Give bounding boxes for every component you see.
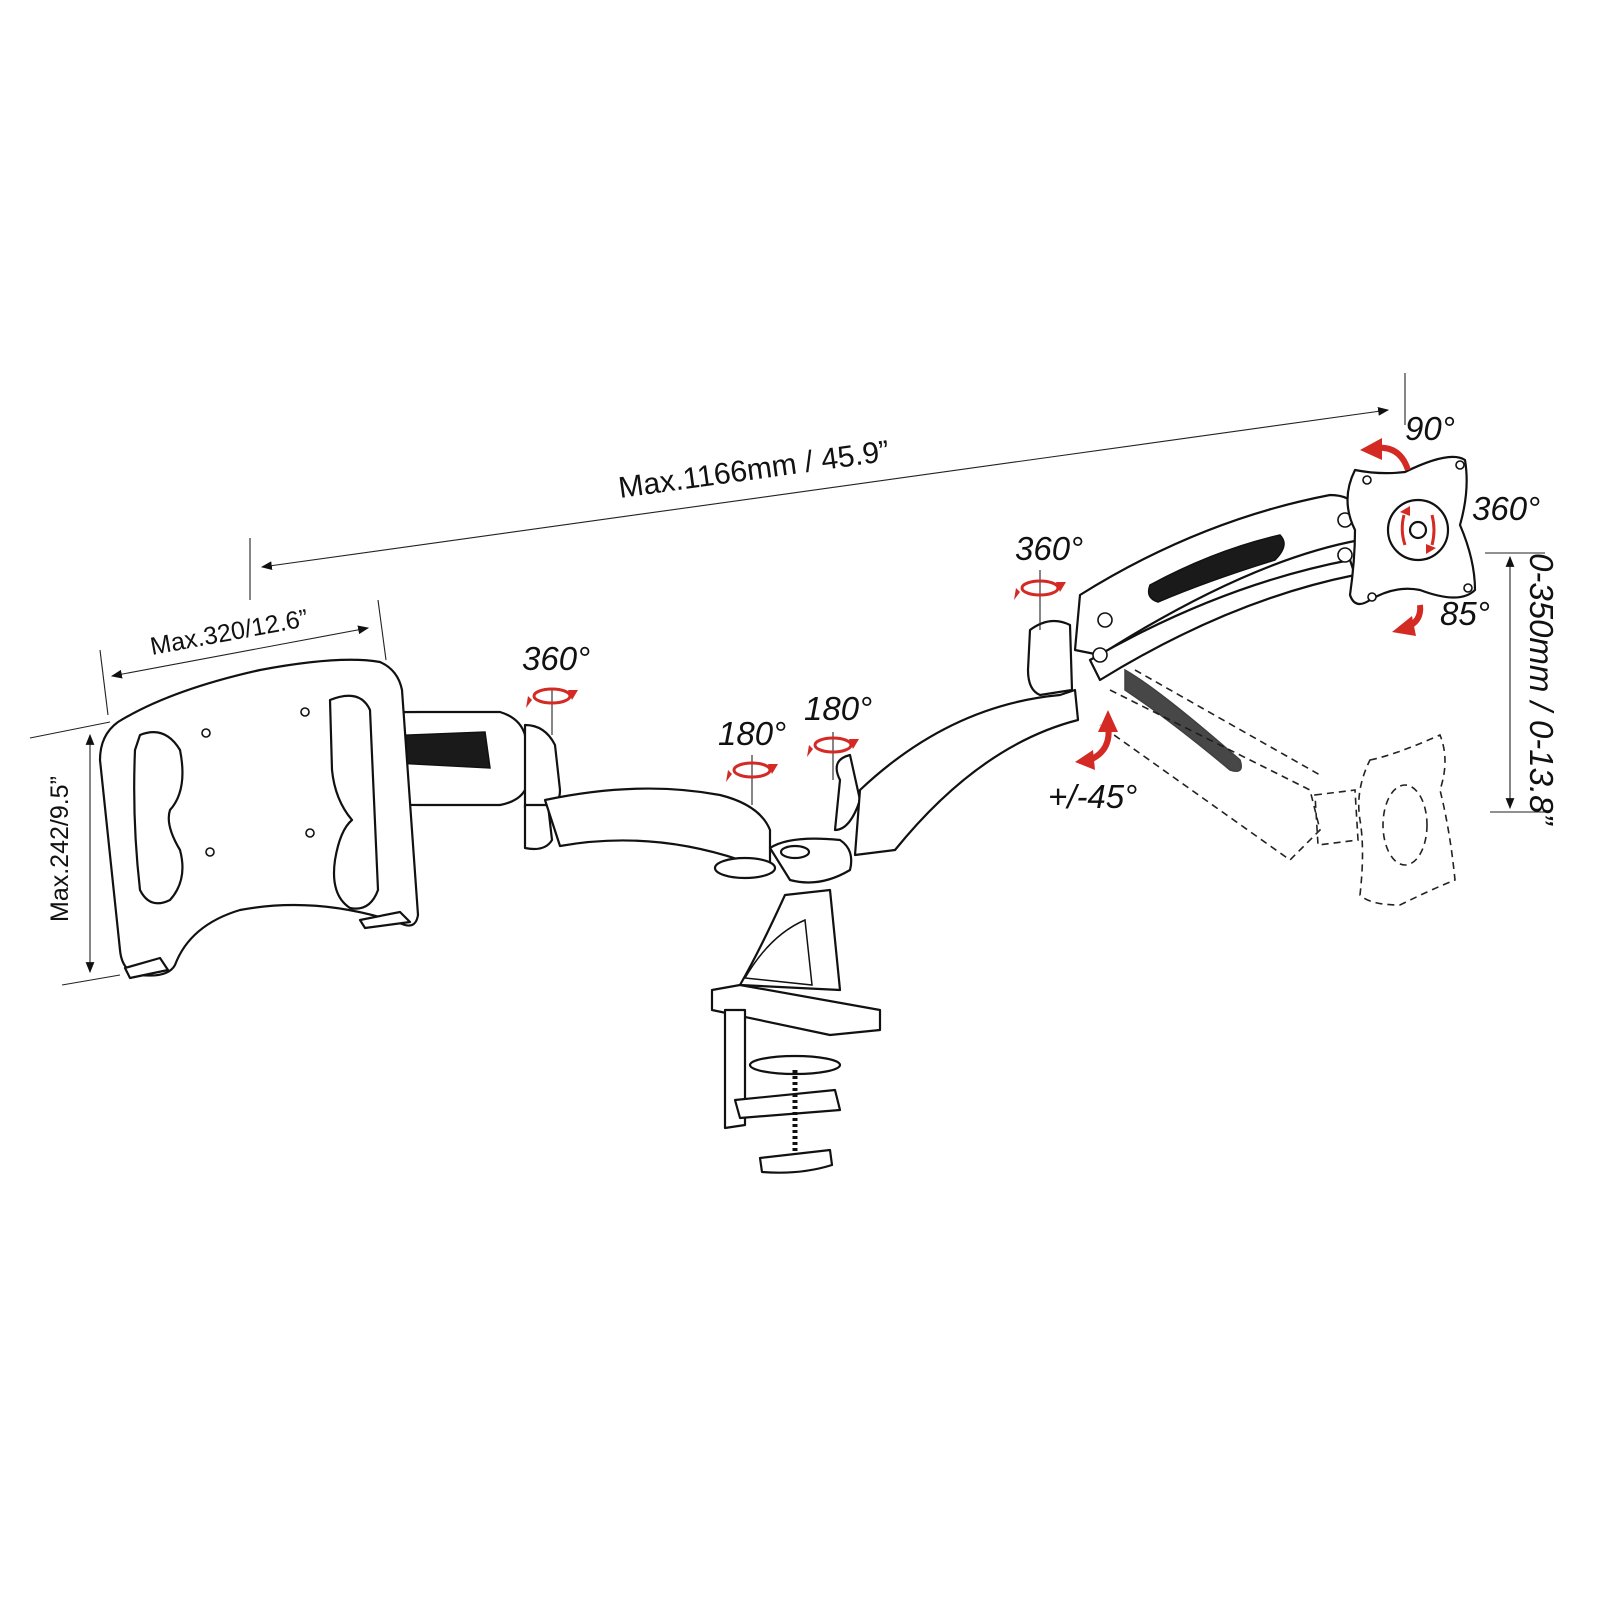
vesa-plate <box>1346 455 1477 606</box>
vesa-tilt-label: 85° <box>1440 595 1490 632</box>
total-reach-label: Max.1166mm / 45.9” <box>616 435 891 505</box>
height-adjust-dimension: 0-350mm / 0-13.8” <box>1485 552 1560 826</box>
left-base-rotation-label: 180° <box>718 715 786 752</box>
vesa-swivel-label: 90° <box>1405 410 1455 447</box>
vesa-rotation-arrow-icon <box>1400 506 1436 554</box>
height-adjust-label: 0-350mm / 0-13.8” <box>1523 553 1560 826</box>
rotation-icon-left-base <box>726 755 778 805</box>
arm-tilt-arrow-icon <box>1075 710 1118 770</box>
vesa-swivel-arrow-icon <box>1360 438 1411 472</box>
tray-height-dimension: Max.242/9.5” <box>29 721 121 986</box>
desk-clamp-base <box>710 837 882 1174</box>
vesa-rotation-label: 360° <box>1472 490 1540 527</box>
vesa-tilt-arrow-icon <box>1392 604 1424 636</box>
rotation-icon-right-base <box>807 732 859 780</box>
rotation-icon-left-arm <box>526 687 578 735</box>
left-arm <box>523 723 777 880</box>
right-arm-swivel-label: 360° <box>1015 530 1083 567</box>
right-base-rotation-label: 180° <box>804 690 872 727</box>
arm-tilt-label: +/-45° <box>1048 778 1137 815</box>
lowered-arm-ghost <box>1099 668 1456 906</box>
left-arm-swivel-label: 360° <box>522 640 590 677</box>
tray-height-label: Max.242/9.5” <box>46 776 74 922</box>
laptop-tray <box>98 658 530 980</box>
tray-width-label: Max.320/12.6” <box>148 604 310 661</box>
rotation-icon-right-arm <box>1014 570 1066 630</box>
